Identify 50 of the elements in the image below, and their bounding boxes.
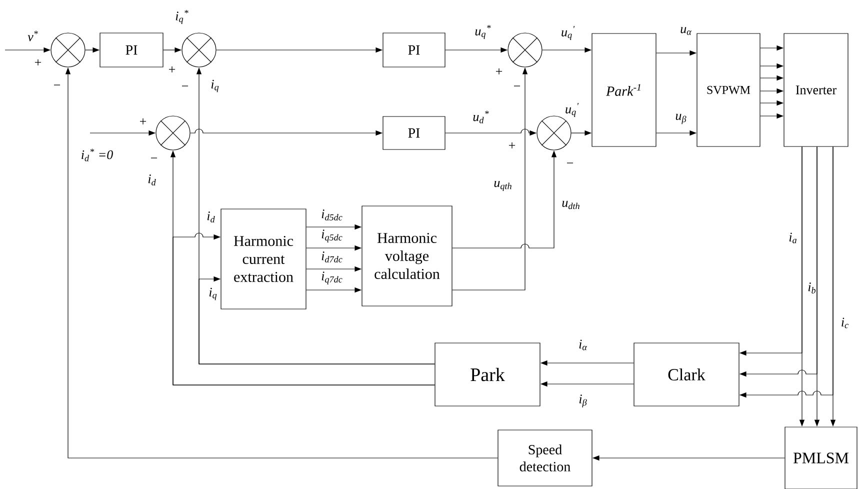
edge-label: u$_{d}$*	[473, 110, 489, 124]
edge-label: i$_{d}$$^{*}$ =0	[82, 148, 113, 162]
edge-label: i$_{c}$	[842, 318, 848, 328]
arrow	[172, 232, 435, 386]
process-box: Clark	[634, 342, 740, 406]
process-box: PI	[100, 32, 164, 68]
edge-label: i$_{q}$	[209, 288, 217, 300]
edge-label: u$_{q}$'	[566, 102, 579, 117]
edge-label: i$_{d7dc}$	[322, 252, 342, 262]
process-box: Harmonic voltage calculation	[362, 206, 452, 306]
edge-label: u$_{β}$	[676, 114, 686, 124]
sign-label: +	[35, 59, 42, 66]
summing-junction	[156, 116, 190, 150]
process-box: PI	[382, 116, 446, 150]
edge-label: i$_{b}$	[808, 282, 816, 294]
sign-label: +	[496, 68, 502, 74]
edge-label: i$_{q}$*	[176, 10, 188, 24]
process-box: PI	[382, 32, 446, 68]
edge-label: i$_{q7dc}$	[322, 272, 342, 284]
edge-label: v$^{*}$	[28, 30, 38, 42]
summing-junction	[508, 32, 542, 68]
edge-label: u$_{q}$*	[475, 24, 491, 40]
summing-junction	[50, 32, 86, 68]
sign-label: +	[168, 66, 176, 72]
edge-label: i$_{d}$	[207, 212, 215, 222]
edge-label: i$_{a}$	[789, 232, 796, 244]
process-box: Park	[434, 342, 540, 406]
edge-label: i$_{β}$	[579, 394, 587, 408]
edge-label: u$_{qth}$	[494, 180, 512, 192]
edge-label: u$_{α}$	[680, 27, 692, 35]
edge-label: i$_{d}$	[148, 174, 156, 186]
sign-label: −	[566, 162, 574, 164]
process-box: Speed detection	[498, 430, 592, 486]
process-box: SVPWM	[696, 33, 760, 147]
process-box: PMLSM	[784, 426, 858, 489]
summing-junction	[182, 32, 216, 68]
edge-label: i$_{q}$	[211, 80, 219, 92]
arrow	[198, 276, 435, 364]
edge-label: i$_{d5dc}$	[322, 210, 342, 220]
summing-junction	[536, 116, 572, 150]
edge-label: u$_{dth}$	[562, 200, 580, 210]
process-box: Inverter	[784, 33, 848, 147]
sign-label: +	[140, 118, 146, 124]
sign-label: −	[54, 84, 60, 86]
process-box: Harmonic current extraction	[220, 208, 306, 310]
sign-label: +	[508, 142, 516, 148]
edge-label: i$_{q5dc}$	[322, 230, 342, 242]
edge-label: u$_{q}$'	[562, 26, 575, 40]
edge-label: i$_{α}$	[579, 340, 588, 350]
process-box: Park$^{-1}$	[592, 33, 656, 147]
